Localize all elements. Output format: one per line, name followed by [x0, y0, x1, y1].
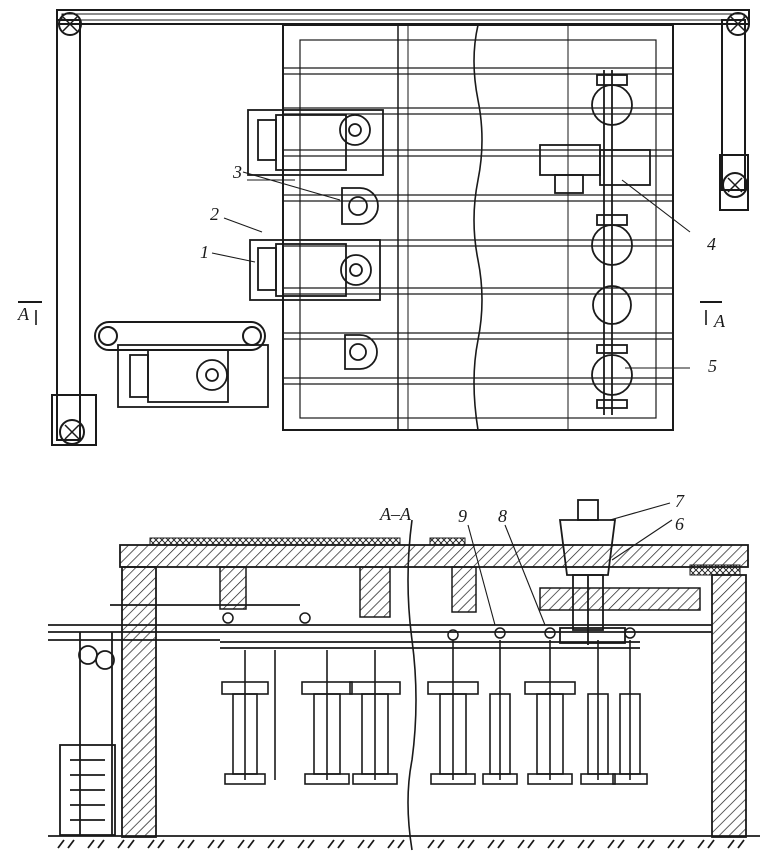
- corner-sprocket-top-left: [58, 12, 82, 36]
- idler-pulley-3: [341, 187, 379, 225]
- drive-column: [558, 499, 626, 645]
- callout-8: 8: [498, 506, 507, 526]
- motor-unit: [539, 144, 651, 194]
- callout-6: 6: [675, 514, 684, 534]
- callout-9: 9: [458, 506, 467, 526]
- callout-1: 1: [200, 242, 209, 262]
- overhead-rail: [48, 604, 712, 649]
- plan-rails: [283, 67, 673, 385]
- floor: [48, 835, 760, 849]
- section-view: A–A: [48, 491, 760, 851]
- corner-sprocket-top-right: [726, 12, 750, 36]
- corner-sprocket-bottom-right: [722, 172, 748, 198]
- ceiling-conveyor: [51, 9, 750, 446]
- section-label-left: A: [17, 304, 30, 324]
- idler-pulley-lower: [344, 334, 378, 370]
- section-marker-right: A: [700, 301, 726, 331]
- drive-unit-upper: [247, 109, 384, 176]
- walls: [121, 566, 747, 838]
- callout-4: 4: [707, 234, 716, 254]
- section-label-right: A: [713, 311, 726, 331]
- corner-sprocket-bottom-left: [59, 419, 85, 445]
- plan-view: A A 3 2 1 4 5: [17, 9, 750, 446]
- ceiling-slab: [119, 537, 749, 576]
- callout-7: 7: [675, 491, 685, 511]
- section-marker-left: A: [17, 301, 42, 325]
- callout-5: 5: [708, 356, 717, 376]
- lower-loop: [94, 321, 266, 351]
- pendant-assemblies: [221, 640, 648, 785]
- drive-unit-lower: [117, 344, 269, 408]
- callout-2: 2: [210, 204, 219, 224]
- rotating-heads: [591, 70, 633, 415]
- section-break-line: [407, 519, 417, 851]
- hanger-hooks: [222, 612, 636, 641]
- callout-3: 3: [232, 162, 242, 182]
- section-title: A–A: [379, 504, 412, 524]
- counterweight-lift: [59, 632, 116, 836]
- break-line: [473, 24, 483, 431]
- drive-unit-1: [249, 239, 381, 301]
